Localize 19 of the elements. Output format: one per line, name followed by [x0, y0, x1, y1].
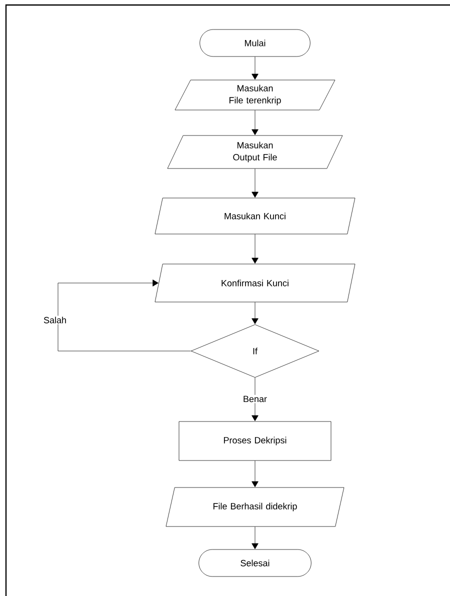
input-parallelogram: Masukan Kunci [154, 198, 356, 234]
input-parallelogram: Masukan File terenkrip [174, 80, 336, 110]
edge-label: Benar [242, 394, 268, 404]
arrow [252, 234, 258, 264]
arrow [252, 168, 258, 198]
start-terminator: Mulai [200, 29, 310, 57]
edge-label: Salah [42, 316, 68, 324]
output-parallelogram: File Berhasil didekrip [166, 487, 344, 527]
arrow [252, 526, 258, 550]
input-parallelogram: Konfirmasi Kunci [154, 264, 356, 302]
arrow [58, 280, 191, 352]
input-parallelogram: Masukan Output File [167, 135, 343, 169]
arrow [252, 302, 258, 324]
process-box: Proses Dekripsi [178, 421, 332, 461]
end-terminator: Selesai [198, 549, 312, 577]
arrow [252, 378, 258, 422]
arrow [252, 56, 258, 80]
arrow [252, 460, 258, 488]
arrow [252, 110, 258, 136]
